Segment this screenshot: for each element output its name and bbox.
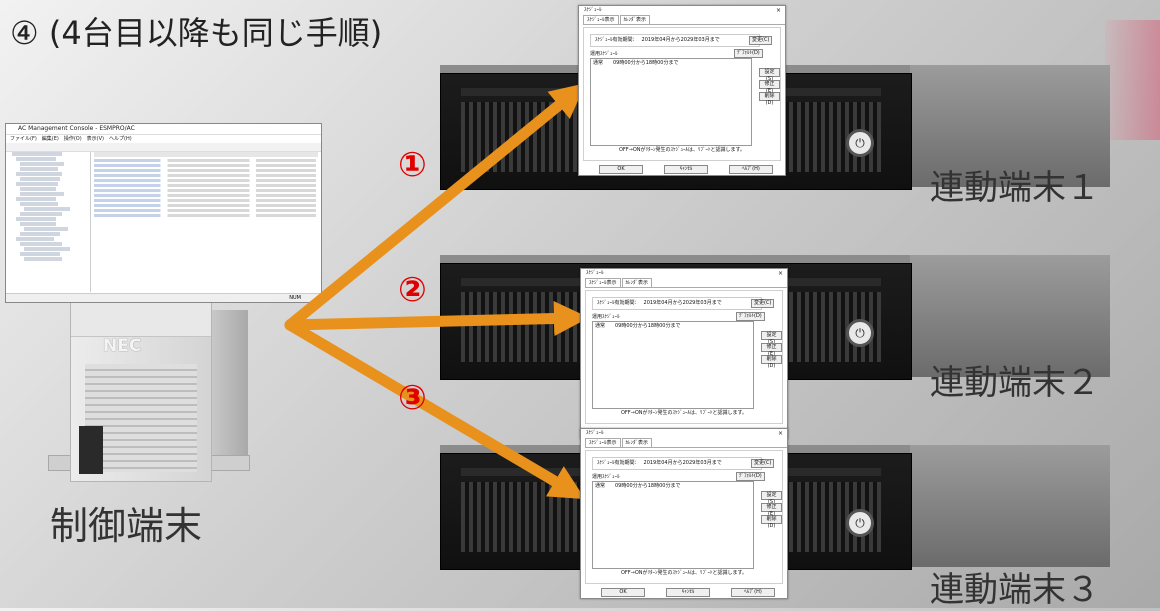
- edit-button[interactable]: 修正(E): [759, 80, 780, 94]
- ok-button[interactable]: OK: [599, 165, 643, 174]
- delete-button[interactable]: 削除(D): [761, 355, 782, 369]
- delete-button[interactable]: 削除(D): [759, 92, 780, 106]
- list-item[interactable]: 通常 09時00分から18時00分まで: [595, 323, 681, 329]
- power-icon: ⏻: [846, 319, 874, 347]
- arrow-to-terminal-3: [284, 319, 586, 500]
- reboot-note: OFF→ONがﾘﾀｰﾝ発生のｽｹｼﾞｭｰﾙは、ﾘﾌﾞｰﾄと認識します。: [620, 410, 748, 416]
- edit-button[interactable]: 修正(E): [761, 503, 782, 517]
- management-console-window: AC Management Console - ESMPRO/AC ファイル(F…: [5, 123, 322, 303]
- num-indicator: NUM: [289, 295, 301, 301]
- reboot-note: OFF→ONがﾘﾀｰﾝ発生のｽｹｼﾞｭｰﾙは、ﾘﾌﾞｰﾄと認識します。: [620, 570, 748, 576]
- reboot-note: OFF→ONがﾘﾀｰﾝ発生のｽｹｼﾞｭｰﾙは、ﾘﾌﾞｰﾄと認識します。: [618, 147, 746, 153]
- close-icon[interactable]: ×: [777, 430, 783, 437]
- schedule-label: 運用ｽｹｼﾞｭｰﾙ: [592, 314, 620, 320]
- tab-calendar-view[interactable]: ｶﾚﾝﾀﾞ表示: [621, 278, 653, 287]
- arrow-to-terminal-2: [284, 300, 590, 337]
- console-toolbar: [6, 143, 321, 152]
- terminal-label-2: 連動端末２: [930, 363, 1100, 403]
- cancel-button[interactable]: ｷｬﾝｾﾙ: [664, 165, 708, 174]
- schedule-label: 運用ｽｹｼﾞｭｰﾙ: [592, 474, 620, 480]
- page-title: ④ (4台目以降も同じ手順): [10, 14, 383, 52]
- controller-label: 制御端末: [50, 504, 203, 548]
- period-value: 2019年04月から2029年03月まで: [643, 300, 722, 306]
- default-button[interactable]: ﾃﾞﾌｫﾙﾄ(D): [734, 49, 763, 58]
- schedule-list[interactable]: 通常 09時00分から18時00分まで: [592, 321, 754, 409]
- close-icon[interactable]: ×: [777, 270, 783, 277]
- step-number-3: ③: [398, 378, 427, 418]
- help-button[interactable]: ﾍﾙﾌﾟ(H): [729, 165, 773, 174]
- console-tree: [8, 152, 91, 292]
- schedule-dialog-1: ｽｹｼﾞｭｰﾙ × ｽｹｼﾞｭｰﾙ表示 ｶﾚﾝﾀﾞ表示 ｽｹｼﾞｭｰﾙ有効期間：2…: [578, 5, 786, 176]
- tab-schedule-view[interactable]: ｽｹｼﾞｭｰﾙ表示: [585, 278, 621, 287]
- console-menu: ファイル(F) 編集(E) 操作(O) 表示(V) ヘルプ(H): [10, 136, 132, 142]
- period-label: ｽｹｼﾞｭｰﾙ有効期間：: [597, 460, 640, 466]
- set-button[interactable]: 設定(S): [761, 491, 782, 505]
- change-button[interactable]: 変更(C): [751, 459, 775, 468]
- console-title: AC Management Console - ESMPRO/AC: [6, 124, 321, 135]
- schedule-dialog-2: ｽｹｼﾞｭｰﾙ × ｽｹｼﾞｭｰﾙ表示 ｶﾚﾝﾀﾞ表示 ｽｹｼﾞｭｰﾙ有効期間：2…: [580, 268, 788, 439]
- console-status-bar: NUM: [6, 293, 321, 302]
- period-value: 2019年04月から2029年03月まで: [641, 37, 720, 43]
- tab-calendar-view[interactable]: ｶﾚﾝﾀﾞ表示: [619, 15, 651, 24]
- schedule-list[interactable]: 通常 09時00分から18時00分まで: [592, 481, 754, 569]
- power-icon: ⏻: [846, 509, 874, 537]
- period-value: 2019年04月から2029年03月まで: [643, 460, 722, 466]
- pink-accent: [1105, 20, 1160, 140]
- nec-logo: NEC: [103, 336, 142, 356]
- set-button[interactable]: 設定(S): [761, 331, 782, 345]
- change-button[interactable]: 変更(C): [749, 36, 773, 45]
- default-button[interactable]: ﾃﾞﾌｫﾙﾄ(D): [736, 312, 765, 321]
- delete-button[interactable]: 削除(D): [761, 515, 782, 529]
- schedule-label: 運用ｽｹｼﾞｭｰﾙ: [590, 51, 618, 57]
- tab-calendar-view[interactable]: ｶﾚﾝﾀﾞ表示: [621, 438, 653, 447]
- default-button[interactable]: ﾃﾞﾌｫﾙﾄ(D): [736, 472, 765, 481]
- list-item[interactable]: 通常 09時00分から18時00分まで: [593, 60, 679, 66]
- console-list: [94, 152, 318, 292]
- step-number-2: ②: [398, 270, 427, 310]
- terminal-label-1: 連動端末１: [930, 168, 1100, 208]
- list-item[interactable]: 通常 09時00分から18時00分まで: [595, 483, 681, 489]
- step-number-1: ①: [398, 145, 427, 185]
- change-button[interactable]: 変更(C): [751, 299, 775, 308]
- edit-button[interactable]: 修正(E): [761, 343, 782, 357]
- period-label: ｽｹｼﾞｭｰﾙ有効期間：: [595, 37, 638, 43]
- cancel-button[interactable]: ｷｬﾝｾﾙ: [666, 588, 710, 597]
- terminal-label-3: 連動端末３: [930, 570, 1100, 610]
- arrow-to-terminal-1: [284, 83, 586, 331]
- set-button[interactable]: 設定(S): [759, 68, 780, 82]
- dialog-title: ｽｹｼﾞｭｰﾙ: [584, 7, 602, 13]
- schedule-dialog-3: ｽｹｼﾞｭｰﾙ × ｽｹｼﾞｭｰﾙ表示 ｶﾚﾝﾀﾞ表示 ｽｹｼﾞｭｰﾙ有効期間：2…: [580, 428, 788, 599]
- power-icon: ⏻: [846, 129, 874, 157]
- tower-side: [210, 310, 248, 470]
- close-icon[interactable]: ×: [775, 7, 781, 14]
- dialog-title: ｽｹｼﾞｭｰﾙ: [586, 430, 604, 436]
- schedule-list[interactable]: 通常 09時00分から18時00分まで: [590, 58, 752, 146]
- dialog-title: ｽｹｼﾞｭｰﾙ: [586, 270, 604, 276]
- help-button[interactable]: ﾍﾙﾌﾟ(H): [731, 588, 775, 597]
- tab-schedule-view[interactable]: ｽｹｼﾞｭｰﾙ表示: [585, 438, 621, 447]
- tab-schedule-view[interactable]: ｽｹｼﾞｭｰﾙ表示: [583, 15, 619, 24]
- ok-button[interactable]: OK: [601, 588, 645, 597]
- period-label: ｽｹｼﾞｭｰﾙ有効期間：: [597, 300, 640, 306]
